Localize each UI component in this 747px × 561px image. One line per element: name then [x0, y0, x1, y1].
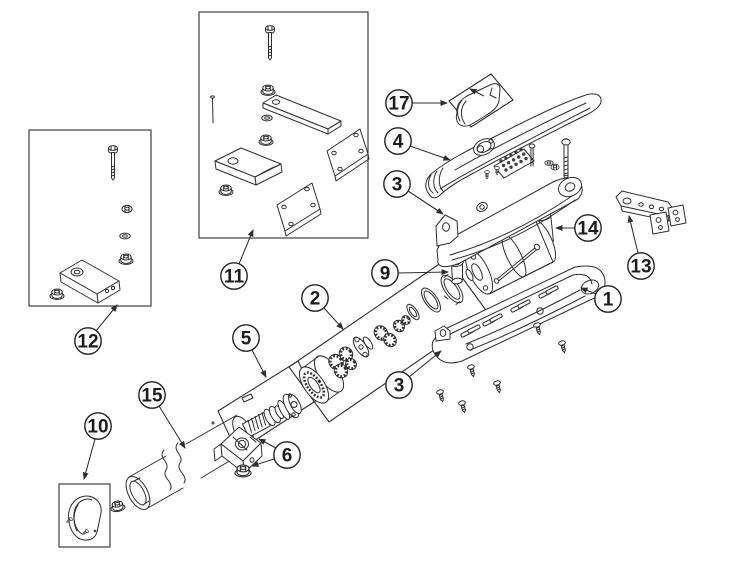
front-bracket-13: [615, 190, 687, 235]
flat-bar: [262, 94, 342, 135]
svg-text:6: 6: [282, 446, 293, 467]
tube-end-nut: [109, 499, 126, 514]
planet-gears: [328, 346, 357, 379]
callout-15: 15: [138, 381, 186, 449]
svg-text:10: 10: [87, 417, 108, 438]
svg-text:12: 12: [77, 332, 98, 353]
o-ring: [420, 287, 442, 313]
svg-text:3: 3: [392, 175, 403, 196]
chassis-fasteners: [484, 138, 571, 180]
plate-a: [326, 128, 370, 182]
svg-text:17: 17: [388, 94, 409, 115]
motor-through-bolt: [493, 243, 541, 284]
svg-text:3: 3: [394, 376, 405, 397]
gear-train-kit-box-2: [288, 257, 489, 423]
callout-6: 6: [251, 438, 301, 469]
callout-13: 13: [627, 215, 655, 280]
callout-1: 1: [580, 285, 622, 313]
callout-5: 5: [232, 324, 267, 378]
svg-text:4: 4: [393, 132, 404, 153]
svg-text:15: 15: [141, 386, 163, 407]
plate-b: [276, 182, 322, 237]
svg-text:2: 2: [310, 289, 321, 310]
hardware-kit-box-11: [198, 11, 370, 239]
svg-text:13: 13: [630, 257, 651, 278]
outer-tube: [125, 414, 254, 511]
end-cap-kit-box-10: [58, 483, 111, 548]
callout-4: 4: [384, 127, 451, 161]
upper-cover-4: [425, 93, 602, 199]
release-cap-box-17: [448, 73, 514, 128]
end-cap: [67, 495, 102, 541]
callout-3-top: 3: [383, 170, 444, 215]
release-dial: [473, 138, 495, 156]
clamp-nut: [234, 464, 252, 478]
spur-gears: [373, 315, 411, 348]
callout-14: 14: [555, 214, 602, 242]
planet-carrier: [352, 336, 374, 358]
callout-11: 11: [220, 229, 254, 290]
rear-bracket-kit-box-12: [28, 129, 152, 307]
callout-17: 17: [385, 89, 448, 117]
callout-10: 10: [82, 412, 112, 480]
svg-text:14: 14: [577, 219, 599, 240]
svg-text:11: 11: [224, 267, 245, 288]
bracket-tab-a: [649, 211, 670, 235]
callout-2: 2: [301, 284, 344, 330]
lower-housing-1: [431, 265, 606, 364]
svg-text:1: 1: [603, 290, 614, 311]
svg-text:9: 9: [380, 264, 391, 285]
terminal-block: [493, 147, 535, 179]
bracket-tab-b: [667, 204, 687, 227]
clevis-bracket: [214, 147, 283, 186]
ring-gear: [298, 355, 345, 404]
callout-12: 12: [74, 304, 118, 355]
callout-3-bottom: 3: [385, 350, 442, 399]
chassis-3: [435, 138, 583, 268]
retainer-ring: [440, 274, 464, 305]
release-cap: [455, 83, 501, 127]
callout-9: 9: [371, 259, 449, 287]
gate-bracket: [59, 259, 121, 304]
shaft-seal: [406, 303, 420, 321]
svg-text:5: 5: [241, 329, 252, 350]
chassis-clevis: [435, 214, 459, 247]
housing-vent-slots: [460, 285, 559, 338]
